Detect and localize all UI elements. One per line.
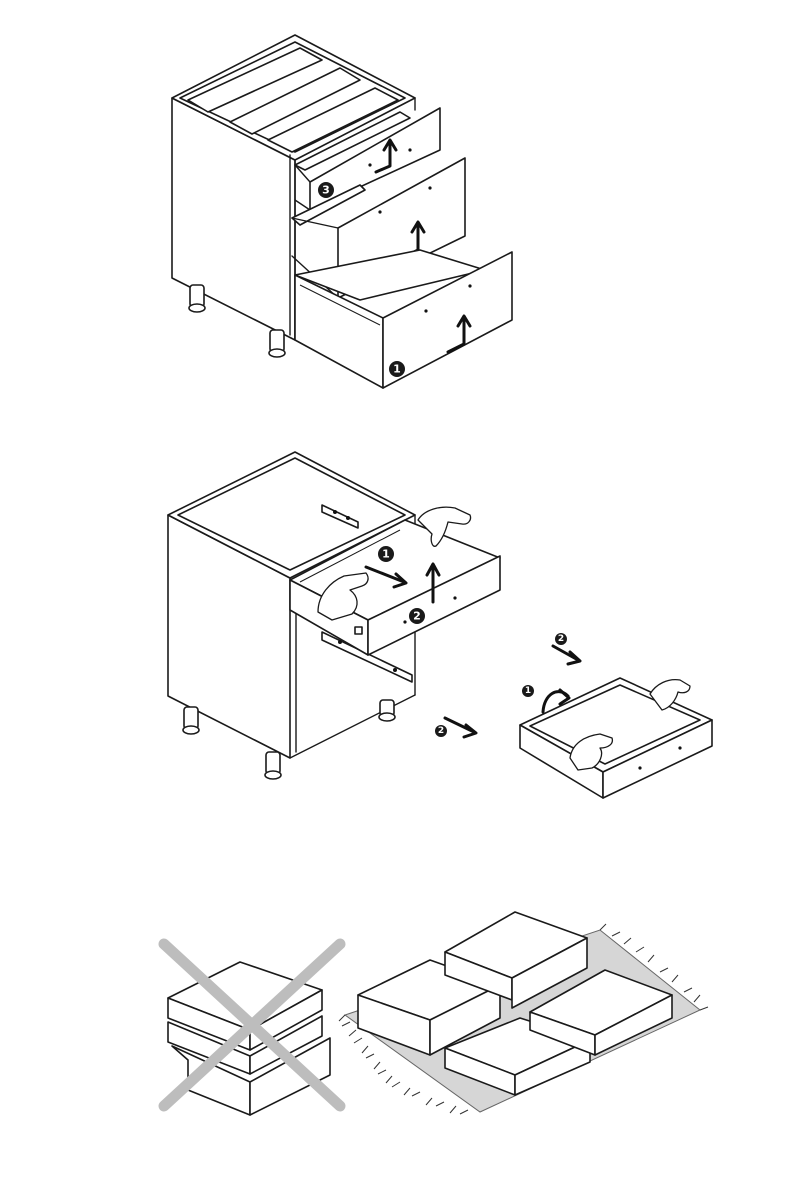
svg-text:1: 1 xyxy=(382,548,390,561)
drawer-on-rug-2 xyxy=(444,911,588,1009)
arrow-right-icon: 2 xyxy=(435,716,478,739)
badge-3: 3 xyxy=(318,182,334,198)
arrow-up-icon xyxy=(446,314,472,354)
badge-1: 1 xyxy=(389,361,405,377)
badge-1: 1 xyxy=(378,546,394,562)
arrow-up-icon xyxy=(374,138,398,174)
rotate-arrow-icon: 1 xyxy=(522,685,571,714)
badge-2: 2 xyxy=(409,608,425,624)
detached-drawer: 1 2 xyxy=(519,633,713,799)
arrow-right-icon xyxy=(364,565,408,589)
arrow-up-icon xyxy=(425,562,441,604)
step1-cabinet-drawers-removal: 3 2 xyxy=(171,34,513,389)
svg-text:1: 1 xyxy=(525,686,531,696)
stacked-drawers xyxy=(167,961,331,1116)
drawer-on-rug-4 xyxy=(529,969,673,1056)
drawer-1: 1 xyxy=(294,249,513,389)
step3-storage xyxy=(158,911,709,1116)
hand-icon xyxy=(317,506,472,621)
svg-text:1: 1 xyxy=(393,363,401,376)
arrow-right-icon: 2 xyxy=(551,633,582,666)
svg-text:2: 2 xyxy=(413,610,421,623)
do-not-stack-cross-icon xyxy=(158,938,346,1112)
drawer-on-slides: 1 2 xyxy=(289,506,501,656)
drawer-slide-icon xyxy=(321,504,413,683)
svg-text:2: 2 xyxy=(438,726,444,736)
hand-icon xyxy=(569,678,691,771)
leg-icon xyxy=(188,284,286,358)
svg-text:2: 2 xyxy=(558,634,564,644)
svg-text:3: 3 xyxy=(322,184,330,197)
drawer-3: 3 xyxy=(294,107,441,211)
leg-icon xyxy=(182,699,396,780)
step2-drawer-release: 1 2 2 xyxy=(167,451,713,799)
